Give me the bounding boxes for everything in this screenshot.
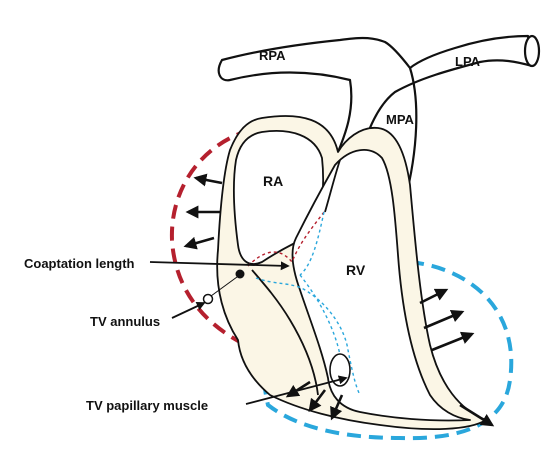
- label-rv: RV: [346, 262, 366, 278]
- annulus-marker-filled: [235, 269, 245, 279]
- rv-dilation-outline: [262, 260, 514, 441]
- label-lpa: LPA: [455, 54, 481, 69]
- label-mpa: MPA: [386, 112, 415, 127]
- label-coaptation-length: Coaptation length: [24, 256, 135, 271]
- label-tv-papillary-muscle: TV papillary muscle: [86, 398, 208, 413]
- label-tv-annulus: TV annulus: [90, 314, 160, 329]
- heart-walls: [216, 115, 487, 431]
- callout-leaders: [149, 261, 348, 405]
- label-ra: RA: [263, 173, 283, 189]
- annulus-marker-open: [202, 293, 214, 305]
- label-rpa: RPA: [259, 48, 286, 63]
- annulus-displacement-line: [210, 276, 238, 297]
- ra-dilation-arrows: [183, 173, 223, 250]
- ra-dilation-outline: [169, 128, 263, 354]
- tricuspid-valve: [247, 211, 361, 396]
- rv-dilation-arrows: [285, 288, 495, 427]
